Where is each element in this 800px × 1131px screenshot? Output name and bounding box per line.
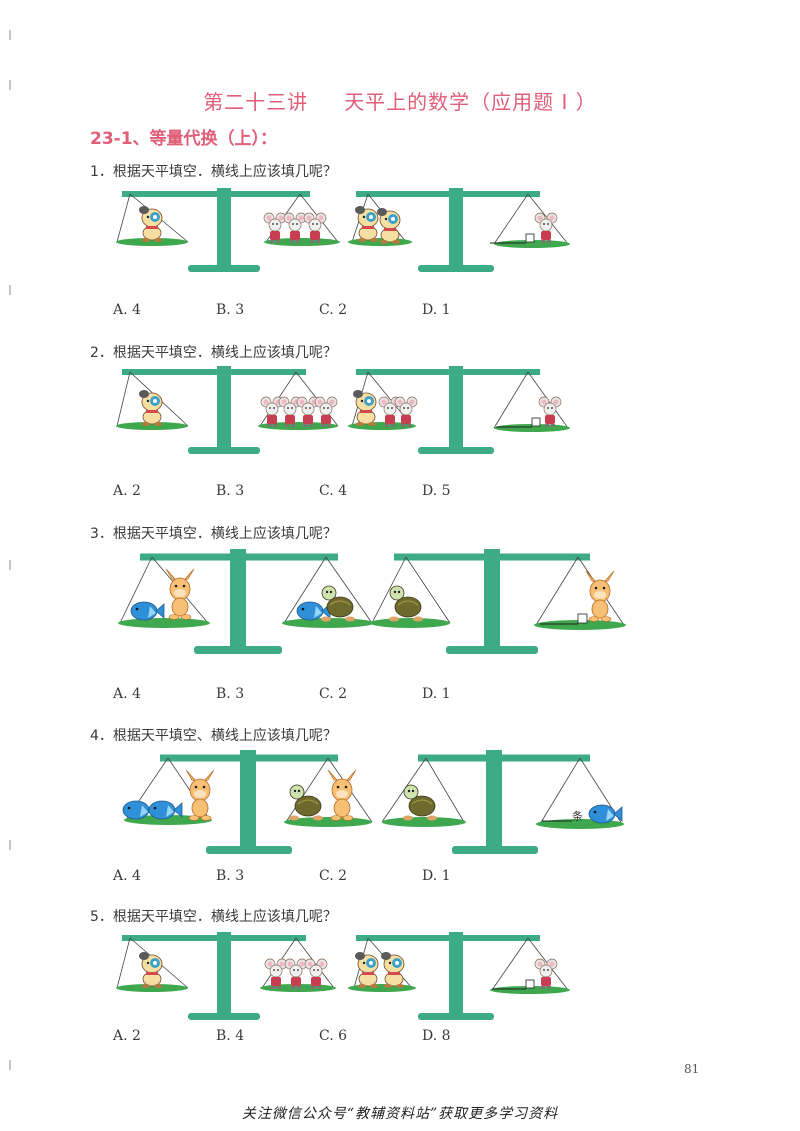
option-c[interactable]: C. 4 [319,483,348,499]
option-a[interactable]: A. 4 [113,302,141,318]
turtle-icon [288,784,324,821]
footer-note: 关注微信公众号“教辅资料站”获取更多学习资料 [241,1106,559,1122]
option-c[interactable]: C. 2 [319,868,348,884]
unit-label: 条 [572,809,583,823]
rabbit-icon [165,568,195,620]
question-5-prompt: 5．根据天平填空．横线上应该填几呢？ [90,909,337,925]
lecture-topic: 天平上的数学（应用题 I ） [344,90,597,114]
option-a[interactable]: A. 2 [113,483,141,499]
question-1-prompt: 1．根据天平填空．横线上应该填几呢？ [90,164,337,180]
option-c[interactable]: C. 2 [319,686,348,702]
dog-icon [354,951,379,989]
turtle-icon [402,784,438,821]
balance-scale-right [370,549,626,654]
question-1-figure [116,188,570,272]
dog-icon [354,205,379,243]
dog-icon [352,389,377,427]
binder-hole [9,285,11,295]
option-d[interactable]: D. 1 [422,302,451,318]
question-3-prompt: 3．根据天平填空．横线上应该填几呢？ [90,526,337,542]
dog-icon [380,951,405,989]
option-d[interactable]: D. 1 [422,868,451,884]
binder-hole [9,840,11,850]
option-d[interactable]: D. 8 [422,1028,451,1044]
balance-scale-left [116,188,340,272]
option-b[interactable]: B. 3 [216,302,245,318]
option-a[interactable]: A. 2 [113,1028,141,1044]
option-d[interactable]: D. 5 [422,483,451,499]
balance-scale-right [348,366,570,454]
binder-hole [9,1060,11,1070]
binder-hole [9,30,11,40]
question-4-prompt: 4．根据天平填空、横线上应该填几呢？ [90,728,337,744]
option-c[interactable]: C. 2 [319,302,348,318]
option-a[interactable]: A. 4 [113,686,141,702]
mouse-icon [534,958,558,990]
question-5-options: A. 2 B. 4 C. 6 D. 8 [113,1028,533,1046]
option-d[interactable]: D. 1 [422,686,451,702]
rabbit-icon [327,769,357,821]
question-5-figure [116,932,570,1020]
mouse-icon [534,212,558,244]
page-title: 第二十三讲 天平上的数学（应用题 I ） [0,86,800,115]
question-4-options: A. 4 B. 3 C. 2 D. 1 [113,868,533,886]
lecture-number: 第二十三讲 [203,90,309,114]
rabbit-icon [185,769,215,821]
balance-scale-left [116,366,339,454]
balance-scale-left [116,932,336,1020]
option-b[interactable]: B. 4 [216,1028,245,1044]
option-a[interactable]: A. 4 [113,868,141,884]
balance-scale-left [118,549,374,654]
option-b[interactable]: B. 3 [216,483,245,499]
fish-icon [130,601,165,621]
dog-icon [138,205,163,243]
binder-hole [9,560,11,570]
option-b[interactable]: B. 3 [216,868,245,884]
dog-icon [138,951,163,989]
question-2-figure [116,366,570,454]
question-2-options: A. 2 B. 3 C. 4 D. 5 [113,483,533,501]
question-3-figure [118,549,626,654]
binder-hole [9,80,11,90]
question-3-options: A. 4 B. 3 C. 2 D. 1 [113,686,533,704]
rabbit-icon [585,570,615,622]
turtle-icon [388,585,424,622]
mouse-icon [314,396,338,428]
option-b[interactable]: B. 3 [216,686,245,702]
mouse-icon [263,212,287,244]
balance-scale-left [122,750,373,854]
question-2-prompt: 2．根据天平填空．横线上应该填几呢？ [90,345,337,361]
fish-icon [588,804,623,824]
balance-scale-right [348,188,570,272]
option-c[interactable]: C. 6 [319,1028,348,1044]
page-number: 81 [684,1062,700,1076]
section-heading: 23-1、等量代换（上）： [90,129,278,149]
question-1-options: A. 4 B. 3 C. 2 D. 1 [113,302,533,320]
dog-icon [138,389,163,427]
mouse-icon [538,396,562,428]
question-4-figure: 条 [122,750,624,854]
balance-scale-right [348,932,570,1020]
balance-scale-right: 条 [381,750,624,854]
